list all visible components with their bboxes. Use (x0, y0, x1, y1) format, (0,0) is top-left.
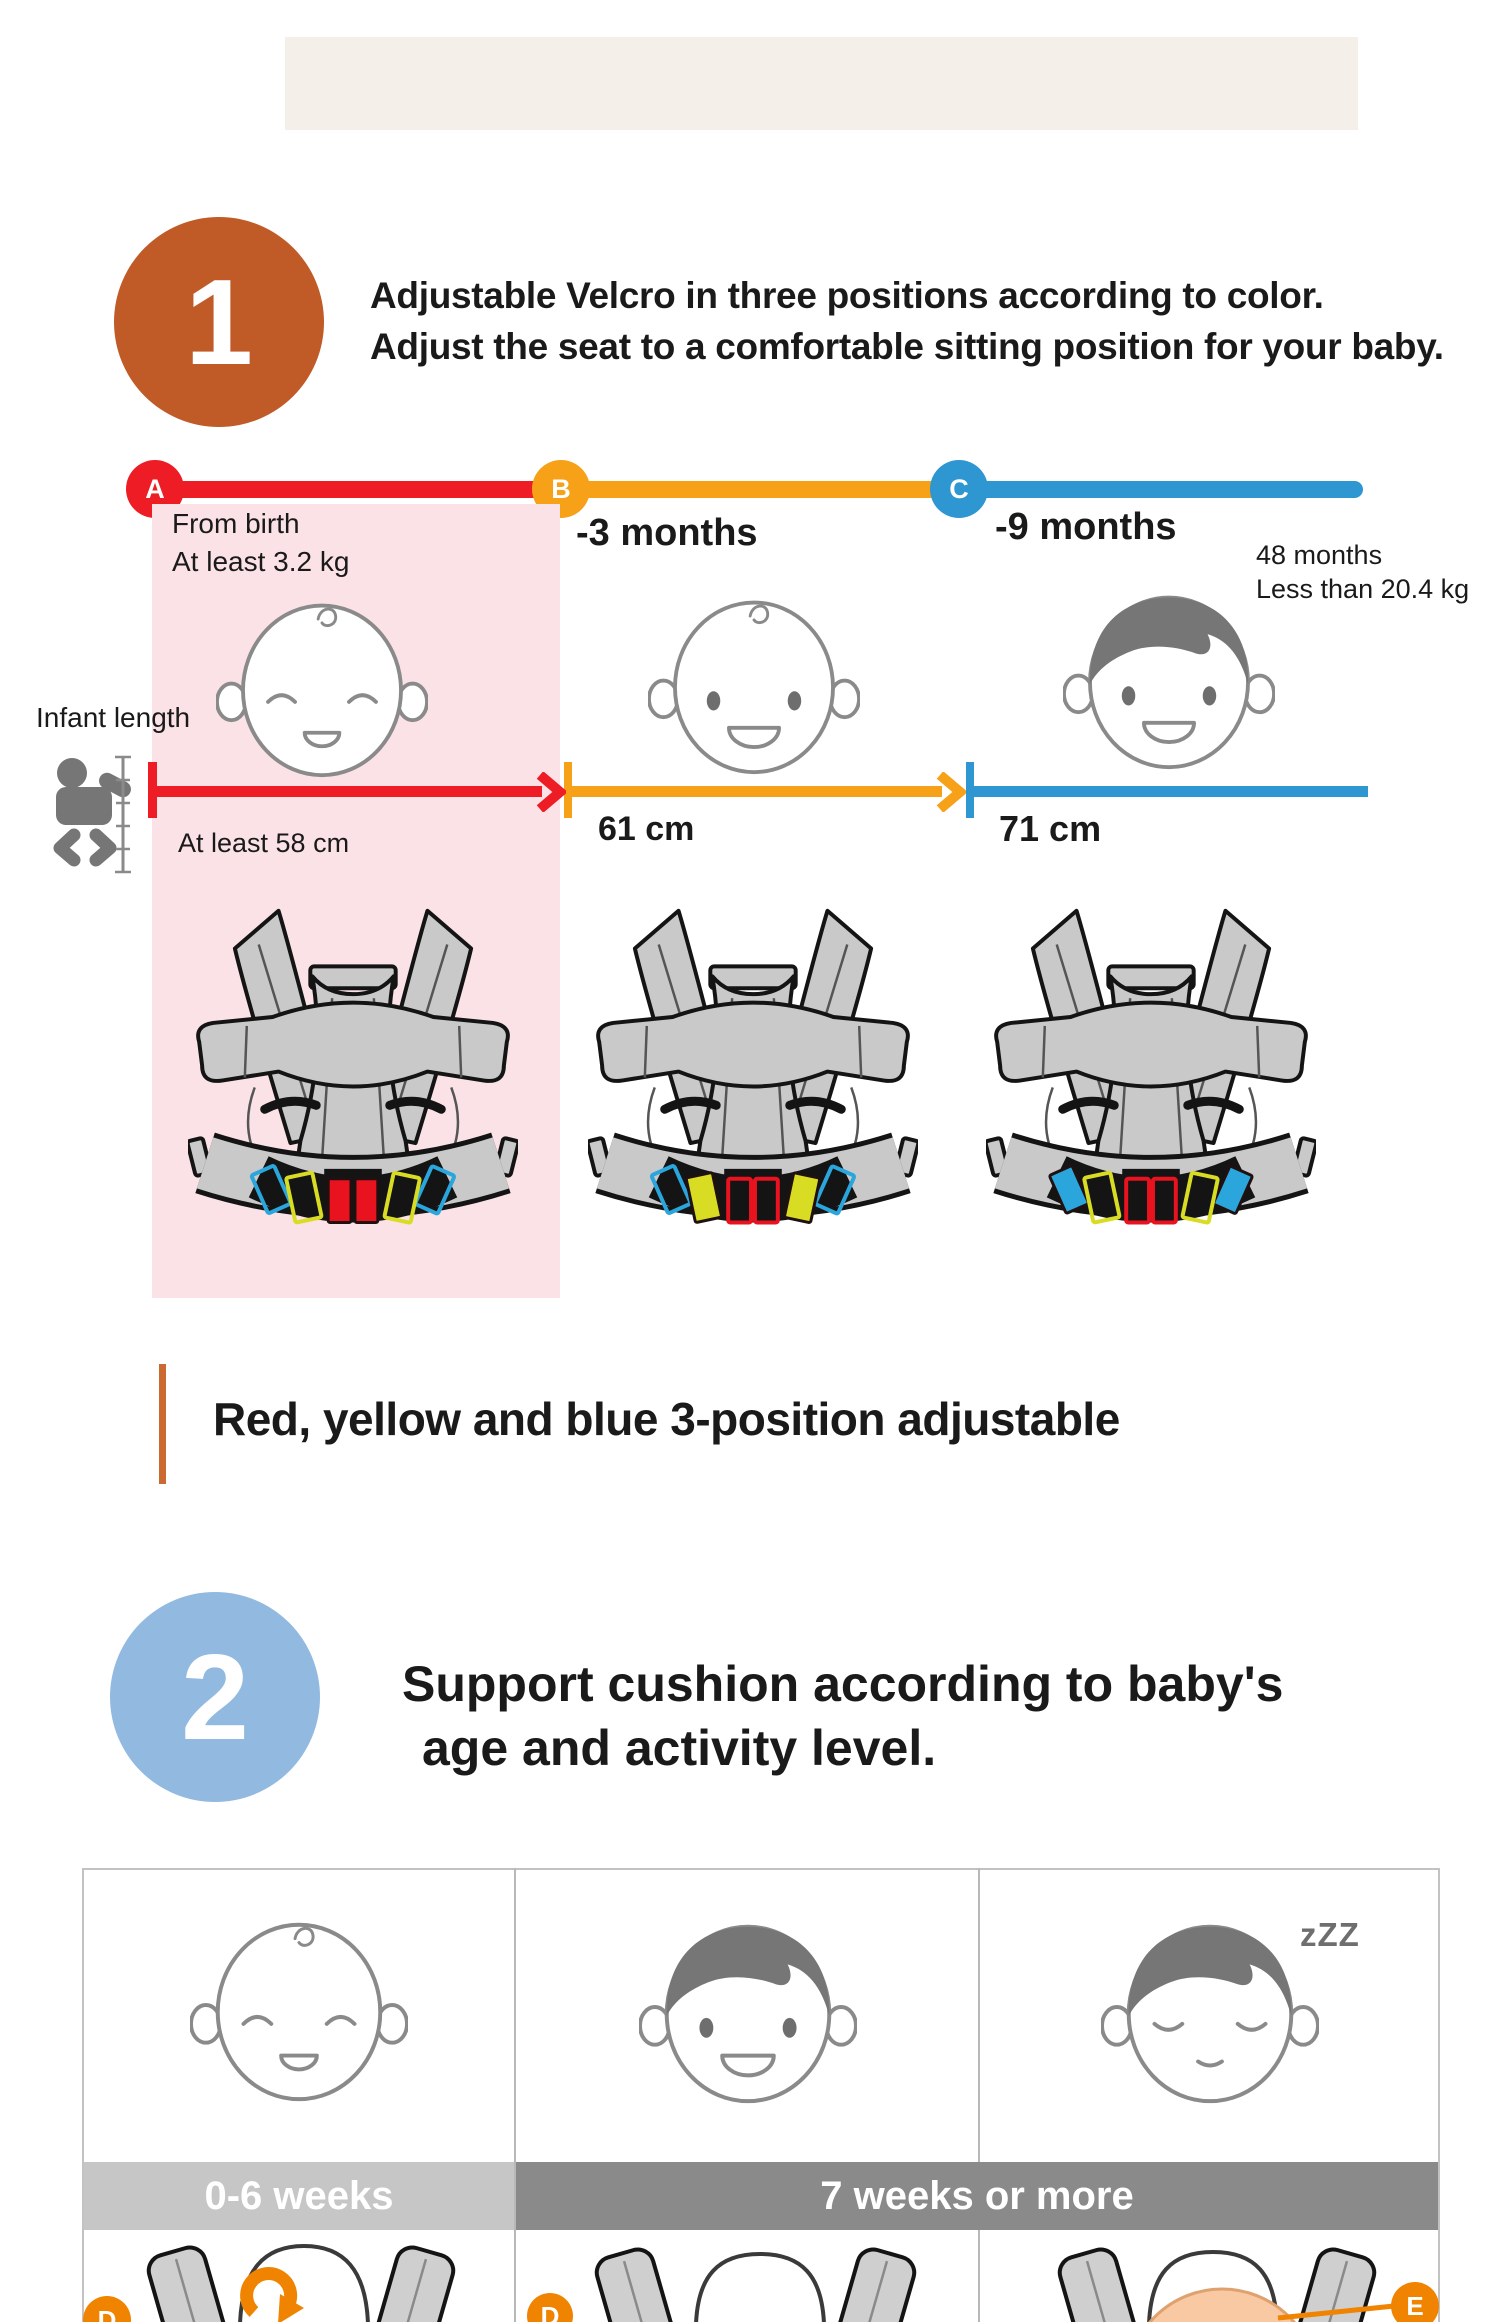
stage-1-label-line1: From birth (172, 508, 300, 539)
timeline-bar-red (150, 481, 561, 498)
table-column-divider-1 (514, 1868, 516, 2322)
carrier-yellow-position-illustration (588, 908, 918, 1225)
timeline-bar-blue (959, 481, 1363, 498)
stage-3-label: -9 months (995, 506, 1177, 548)
headrest-arch-2 (694, 2251, 826, 2322)
callout-d1-letter: D (98, 2305, 117, 2322)
measure-tick-c (966, 762, 974, 818)
fold-arrow-icon (240, 2267, 304, 2322)
baby-face-illustration (648, 600, 860, 775)
measure-line-blue (974, 786, 1368, 797)
stage-2-label: -3 months (576, 512, 758, 554)
measure-tick-b (564, 762, 572, 818)
callout-d1-circle (83, 2296, 131, 2322)
section-1-heading-line2: Adjust the seat to a comfortable sitting… (370, 326, 1444, 367)
callout-d2-circle (527, 2293, 573, 2322)
headrest-arch-1 (238, 2243, 370, 2322)
strap-left-1 (146, 2245, 227, 2322)
strap-right-2 (836, 2247, 917, 2322)
callout-e-connector (1277, 2303, 1395, 2321)
age-band-1-label: 0-6 weeks (204, 2173, 394, 2218)
baby-head-back-illustration (1148, 2287, 1296, 2322)
callout-e-circle (1391, 2282, 1439, 2322)
table-sleeping-face-illustration (1101, 1924, 1319, 2104)
timeline-bar-orange (561, 481, 959, 498)
end-note-line1: 48 months (1256, 540, 1383, 570)
strap-right-1 (375, 2245, 456, 2322)
section-2-heading-line1: Support cushion according to baby's (402, 1656, 1284, 1712)
caption-text: Red, yellow and blue 3-position adjustab… (213, 1393, 1120, 1445)
carrier-blue-position-illustration (986, 908, 1316, 1225)
step-1-badge: 1 (114, 217, 324, 427)
marker-c-letter: C (949, 473, 969, 504)
section-1-heading: Adjustable Velcro in three positions acc… (370, 270, 1500, 372)
strap-left-2 (594, 2247, 675, 2322)
caption-accent-bar (159, 1364, 166, 1484)
stage-1-label: From birth At least 3.2 kg (172, 505, 349, 581)
marker-b-letter: B (551, 473, 571, 504)
newborn-face-illustration (216, 603, 428, 778)
age-band-7-weeks-or-more: 7 weeks or more (516, 2162, 1438, 2230)
stage-2-length-label: 61 cm (598, 810, 695, 848)
arrowhead-red-icon (536, 772, 566, 812)
table-newborn-face-illustration (190, 1922, 408, 2102)
infant-length-label: Infant length (36, 702, 191, 733)
section-2-heading-line2: age and activity level. (422, 1720, 937, 1776)
header-band (285, 37, 1358, 130)
ruler-icon (115, 755, 131, 874)
step-2-badge: 2 (110, 1592, 320, 1802)
measure-line-orange (570, 786, 942, 797)
sleep-zzz-text: zZZ (1300, 1916, 1360, 1953)
table-column-divider-2 (978, 1868, 980, 2322)
marker-a-letter: A (145, 473, 165, 504)
timeline-end-note: 48 months Less than 20.4 kg (1256, 538, 1469, 606)
stage-3-length-label: 71 cm (999, 808, 1102, 849)
callout-d2-letter: D (541, 2301, 560, 2322)
stage-1-label-line2: At least 3.2 kg (172, 546, 350, 577)
strap-left-3 (1057, 2247, 1138, 2322)
measure-line-red (152, 786, 542, 797)
callout-e-letter: E (1406, 2291, 1423, 2321)
section-1-heading-line1: Adjustable Velcro in three positions acc… (370, 275, 1324, 316)
timeline-marker-c: C (930, 460, 988, 518)
step-2-number: 2 (181, 1629, 249, 1765)
stage-1-length-label: At least 58 cm (178, 828, 350, 858)
table-bottom-row-illustrations: D D E (83, 2243, 1439, 2322)
end-note-line2: Less than 20.4 kg (1256, 574, 1470, 604)
table-boy-face-illustration (639, 1924, 857, 2104)
section-2-heading: Support cushion according to baby's age … (402, 1652, 1442, 1780)
arrowhead-orange-icon (936, 772, 966, 812)
toddler-face-illustration (1063, 595, 1275, 770)
age-band-0-6-weeks: 0-6 weeks (84, 2162, 514, 2230)
age-band-2-label: 7 weeks or more (820, 2173, 1134, 2218)
step-1-number: 1 (185, 254, 253, 390)
carrier-red-position-illustration (188, 908, 518, 1225)
